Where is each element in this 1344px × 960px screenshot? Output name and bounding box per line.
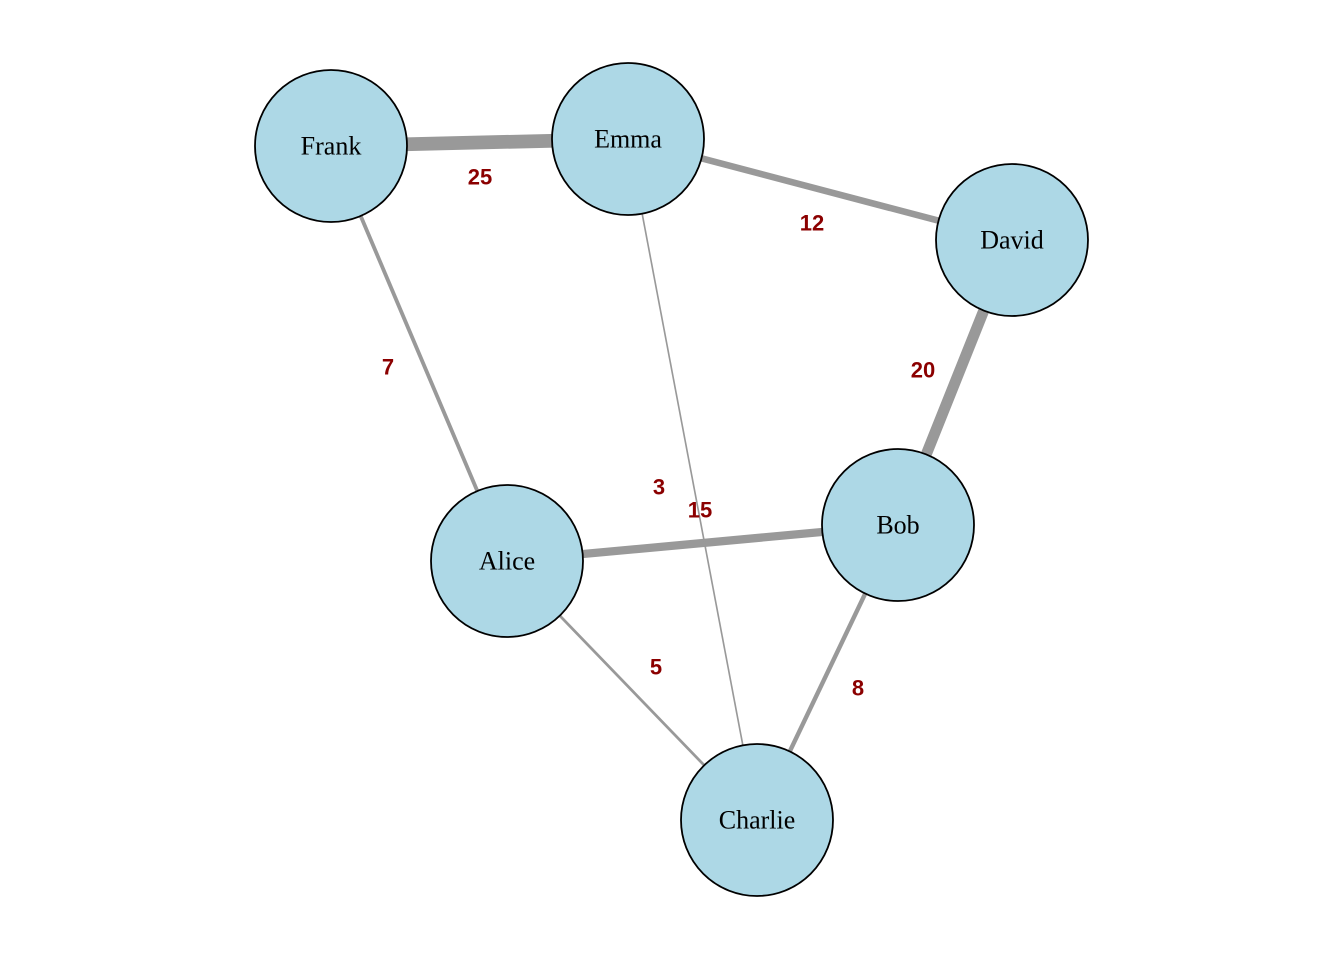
node-circle[interactable]	[551, 62, 705, 216]
node-charlie[interactable]: Charlie	[680, 743, 834, 897]
edge-weight-label: 25	[468, 165, 492, 190]
node-label: David	[980, 226, 1044, 255]
node-circle[interactable]	[935, 163, 1089, 317]
edge-weight-label: 20	[911, 358, 935, 383]
node-label: Emma	[594, 125, 662, 154]
edge-weight-label: 7	[382, 355, 394, 380]
edge-weight-label: 15	[688, 498, 712, 523]
node-circle[interactable]	[821, 448, 975, 602]
edge-weight-label: 5	[650, 655, 662, 680]
node-david[interactable]: David	[935, 163, 1089, 317]
node-emma[interactable]: Emma	[551, 62, 705, 216]
node-circle[interactable]	[680, 743, 834, 897]
edge-weight-label: 8	[852, 676, 864, 701]
edge-labels-layer: 25 12 20 7 15 3 5 8	[382, 165, 935, 701]
node-circle[interactable]	[254, 69, 408, 223]
edge-weight-label: 12	[800, 211, 824, 236]
node-label: Charlie	[719, 806, 796, 835]
edge-emma-charlie	[627, 138, 758, 821]
edge-weight-label: 3	[653, 475, 665, 500]
node-circle[interactable]	[430, 484, 584, 638]
node-frank[interactable]: Frank	[254, 69, 408, 223]
node-label: Alice	[479, 547, 535, 576]
node-label: Frank	[301, 132, 362, 161]
node-bob[interactable]: Bob	[821, 448, 975, 602]
node-label: Bob	[876, 511, 919, 540]
node-alice[interactable]: Alice	[430, 484, 584, 638]
